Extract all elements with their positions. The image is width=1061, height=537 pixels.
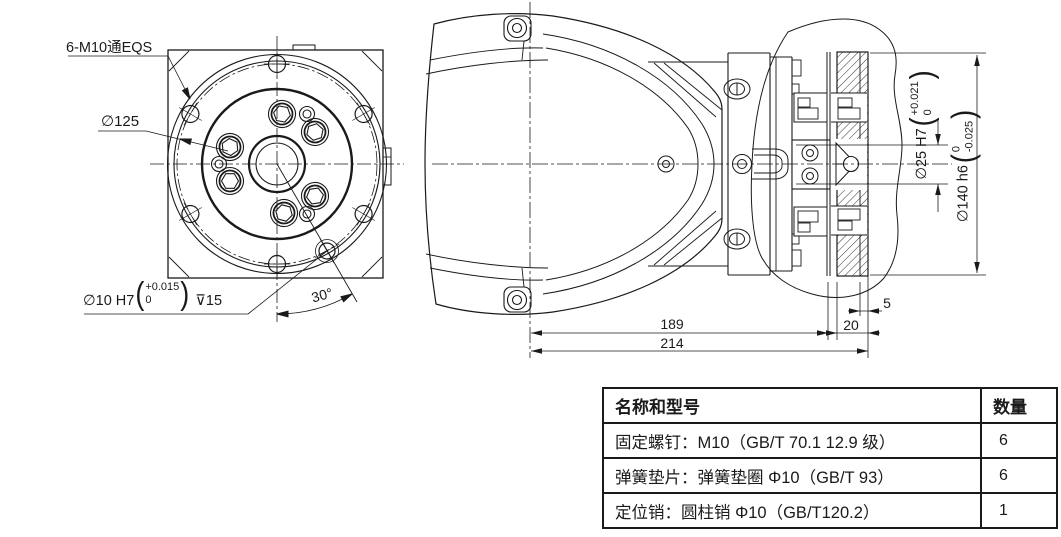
table-row: 定位销：圆柱销 Φ10（GB/T120.2） 1 (602, 492, 1058, 529)
bore-tolerance: +0.021 0 (908, 81, 934, 116)
flange-dia-label: ∅140 h6 ( 0 -0.025 ) (944, 109, 981, 223)
flange-tolerance: 0 -0.025 (950, 120, 976, 153)
part-name: 定位销：圆柱销 Φ10（GB/T120.2） (602, 492, 982, 529)
cover-screw-top (503, 15, 532, 61)
parts-table-header: 名称和型号 数量 (602, 387, 1058, 424)
part-qty: 6 (980, 457, 1058, 494)
bore-label: ∅25 H7 ( +0.021 0 ) (903, 70, 940, 180)
section-boundary (750, 18, 903, 298)
pin-hole-depth: ⊽15 (195, 293, 223, 309)
paren-open: ( (903, 117, 940, 127)
paren-open: ( (135, 275, 145, 312)
part-qty: 6 (980, 422, 1058, 459)
dim-214: 214 (660, 335, 684, 351)
leader-lines (68, 55, 328, 315)
paren-close: ) (903, 70, 940, 80)
vent-screw-bottom (723, 228, 751, 250)
part-name: 弹簧垫片：弹簧垫圈 Φ10（GB/T 93） (602, 457, 982, 494)
paren-close: ) (944, 109, 981, 119)
pin-hole-tolerance: +0.015 0 (145, 280, 180, 306)
table-row: 固定螺钉：M10（GB/T 70.1 12.9 级） 6 (602, 422, 1058, 459)
part-qty: 1 (980, 492, 1058, 529)
pin-hole-dia: ∅10 H7 (83, 293, 135, 309)
bolt-pattern-note: 6-M10通EQS (66, 40, 153, 56)
table-row: 弹簧垫片：弹簧垫圈 Φ10（GB/T 93） 6 (602, 457, 1058, 494)
paren-close: ) (180, 275, 190, 312)
dim-189: 189 (660, 316, 684, 332)
header-name: 名称和型号 (602, 387, 982, 424)
vent-screw-top (723, 78, 751, 100)
paren-open: ( (944, 154, 981, 164)
dim-5: 5 (883, 295, 891, 311)
pin-hole-label: ∅10 H7 ( +0.015 0 ) ⊽15 (83, 276, 222, 312)
bolt-circle-label: ∅125 (101, 113, 140, 130)
socket-screws (215, 99, 330, 228)
dim-20: 20 (843, 317, 859, 333)
side-view (424, 2, 952, 358)
parts-table: 名称和型号 数量 固定螺钉：M10（GB/T 70.1 12.9 级） 6 弹簧… (602, 387, 1058, 529)
dowel-holes (210, 105, 316, 223)
part-name: 固定螺钉：M10（GB/T 70.1 12.9 级） (602, 422, 982, 459)
m10-holes (178, 51, 376, 277)
cover-screw-bottom (503, 267, 532, 313)
front-view (68, 36, 404, 322)
header-qty: 数量 (980, 387, 1058, 424)
